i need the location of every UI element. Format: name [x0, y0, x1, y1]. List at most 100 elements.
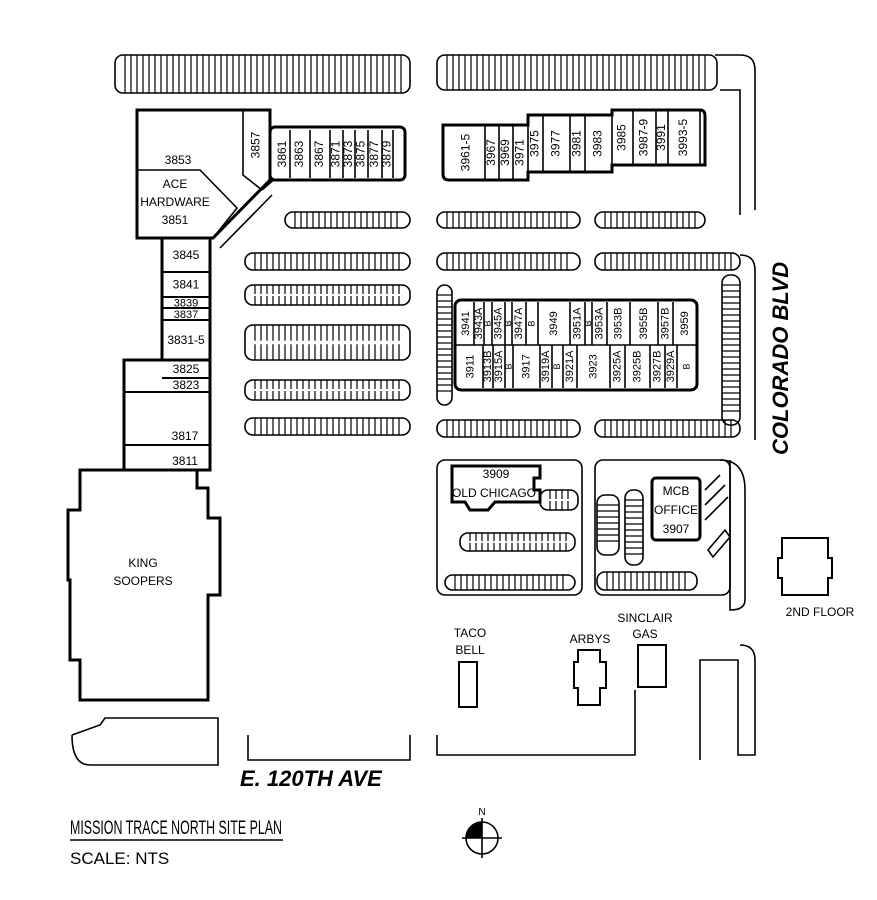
unit-3919A: 3919A	[540, 345, 553, 388]
unit-3953B: 3953B	[612, 302, 631, 345]
taco-bell-building	[458, 661, 478, 708]
parking-row	[436, 211, 581, 229]
unit-label: 3919A	[540, 350, 552, 382]
unit-3985: 3985	[615, 110, 634, 165]
unit-label: 3841	[173, 278, 200, 292]
unit-B: B	[503, 345, 514, 388]
parking-row	[594, 252, 741, 271]
parking-row	[596, 571, 698, 591]
unit-label: 3929A	[665, 350, 677, 382]
unit-label: 3925B	[631, 351, 643, 383]
unit-3981: 3981	[570, 115, 586, 172]
old-chicago-lot	[436, 459, 583, 596]
unit-label: 3921A	[564, 350, 576, 382]
parking-row	[436, 284, 453, 406]
unit-3839: 3839	[162, 297, 210, 309]
unit-3853-label: 3853	[165, 153, 192, 167]
unit-label: 3873	[341, 140, 355, 167]
king-soopers-building	[66, 468, 222, 702]
colorado-blvd-edge	[715, 54, 756, 611]
ace-unit-label: 3851	[162, 213, 189, 227]
king-soopers-label-2: SOOPERS	[113, 574, 172, 588]
unit-3825: 3825	[162, 362, 210, 379]
unit-label: 3961-5	[459, 133, 473, 171]
unit-label: 3985	[615, 124, 629, 151]
unit-label: 3955B	[638, 308, 650, 340]
unit-label: 3949	[548, 311, 560, 335]
unit-3879: 3879	[380, 130, 394, 178]
unit-3975: 3975	[528, 115, 544, 172]
e-120th-ave-label: E. 120TH AVE	[240, 766, 383, 791]
site-plan-title: MISSION TRACE NORTH SITE PLAN	[70, 818, 282, 839]
unit-label: B	[503, 320, 513, 326]
unit-3873: 3873	[341, 130, 356, 178]
mcb-unit-label: 3907	[663, 522, 690, 536]
north-parking-row	[114, 54, 411, 94]
unit-label: 3875	[354, 140, 368, 167]
unit-label: 3923	[587, 354, 599, 378]
west-column-building	[160, 236, 212, 375]
unit-3971: 3971	[513, 125, 529, 180]
taco-bell-label-2: BELL	[455, 643, 485, 657]
unit-label: 3831-5	[167, 333, 205, 347]
unit-label: 3837	[174, 309, 198, 321]
unit-label: B	[552, 363, 562, 369]
unit-3959: 3959	[679, 302, 698, 345]
unit-3845: 3845	[162, 248, 210, 273]
unit-3923: 3923	[587, 345, 611, 388]
unit-3831-5: 3831-5	[162, 333, 210, 361]
parking-row	[624, 489, 644, 566]
unit-label: B	[681, 363, 691, 369]
unit-3993-5: 3993-5	[676, 110, 701, 165]
unit-B: B	[482, 302, 493, 345]
unit-B: B	[583, 302, 593, 345]
unit-3917: 3917	[520, 345, 541, 388]
unit-label: 3863	[292, 140, 306, 167]
unit-3857: 3857	[249, 115, 271, 175]
unit-3943A: 3943A	[473, 302, 485, 345]
unit-3817: 3817	[124, 429, 210, 446]
unit-label: 3953B	[612, 308, 624, 340]
unit-3861: 3861	[275, 130, 291, 178]
unit-3961-5: 3961-5	[459, 125, 486, 180]
south-drive	[71, 644, 756, 766]
north-label: N	[478, 807, 485, 818]
mcb-label-1: MCB	[663, 484, 690, 498]
unit-3949: 3949	[548, 302, 571, 345]
unit-3969: 3969	[498, 125, 514, 180]
unit-label: B	[482, 320, 492, 326]
unit-label: 3969	[498, 139, 512, 166]
parking-row	[244, 379, 411, 401]
unit-3947A: 3947A	[513, 302, 527, 345]
second-floor-label: 2ND FLOOR	[786, 605, 855, 619]
unit-B: B	[681, 345, 698, 388]
unit-3941: 3941	[460, 302, 475, 345]
unit-label: 3911	[464, 355, 476, 379]
parking-row	[436, 252, 581, 271]
unit-label: 3977	[549, 130, 563, 157]
unit-B: B	[552, 345, 564, 388]
unit-label: 3947A	[513, 307, 525, 339]
unit-3871: 3871	[329, 130, 344, 178]
sinclair-label-1: SINCLAIR	[617, 611, 673, 625]
unit-label: 3945A	[492, 307, 504, 339]
unit-label: 3941	[460, 311, 472, 335]
parking-row	[244, 417, 411, 436]
parking-row	[596, 494, 620, 556]
unit-label: 3975	[528, 130, 542, 157]
parking-row	[244, 252, 411, 271]
unit-label: 3981	[570, 130, 584, 157]
unit-label: 3959	[679, 311, 691, 335]
unit-label: 3867	[312, 140, 326, 167]
unit-label: 3953A	[593, 307, 605, 339]
unit-label: B	[583, 320, 593, 326]
unit-label: 3871	[329, 140, 343, 167]
unit-B: B	[526, 302, 539, 345]
unit-3921A: 3921A	[564, 345, 578, 388]
unit-3913B: 3913B	[482, 345, 494, 388]
arbys-building	[573, 649, 607, 706]
